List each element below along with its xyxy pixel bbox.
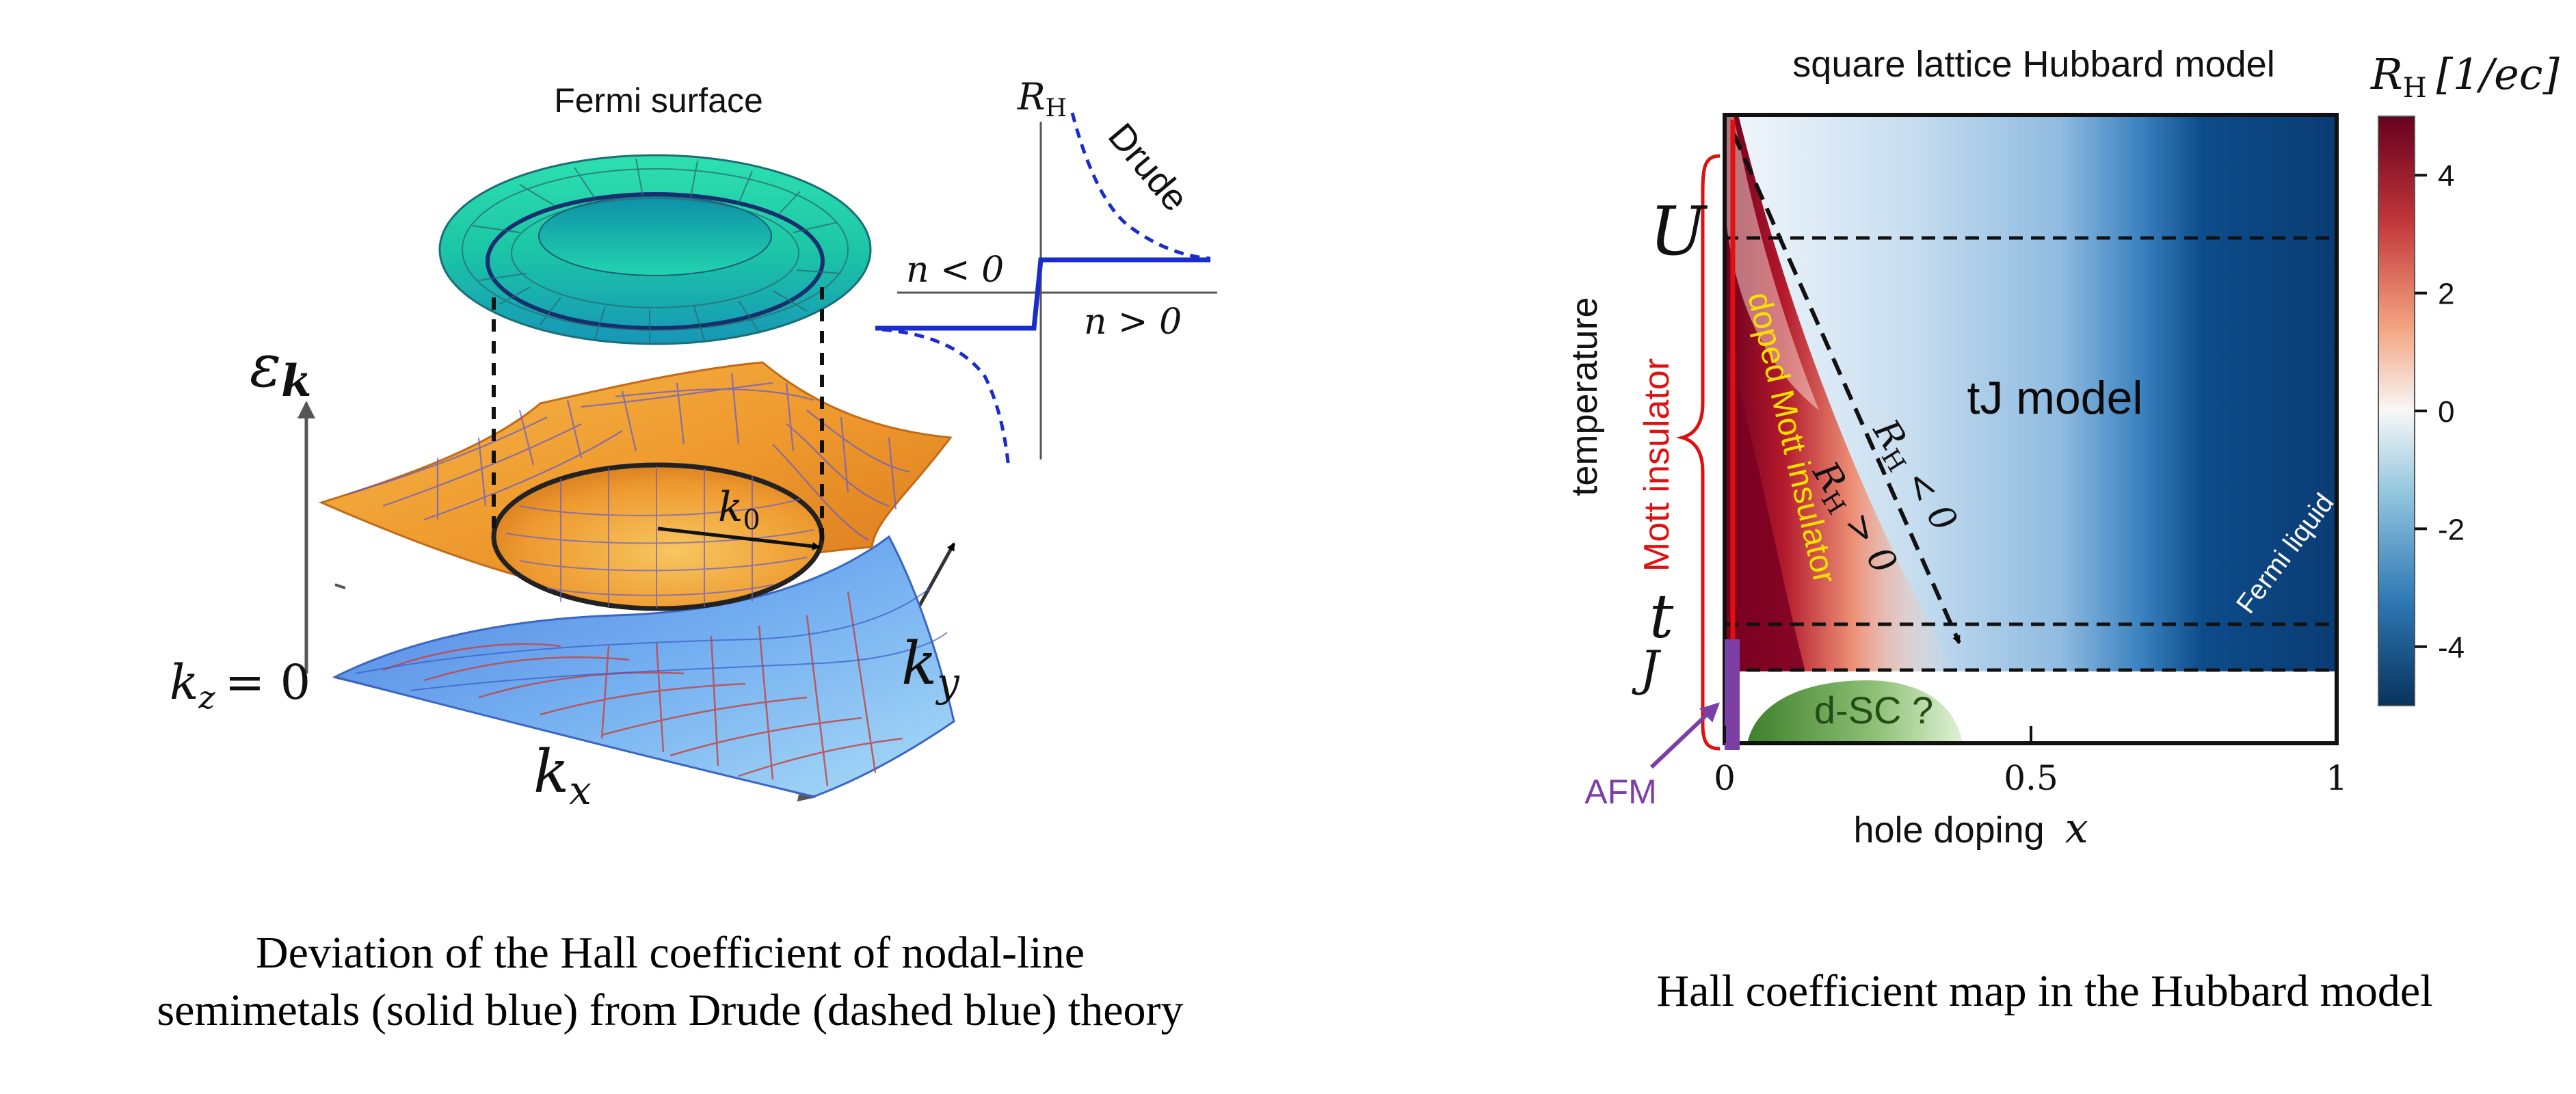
hall-map [1723,113,2339,750]
inset-rh-label: RH [1017,75,1067,122]
dsc-dome [1747,680,1963,743]
mott-insulator-label: Mott insulator [1637,358,1677,572]
xtick-1: 1 [2326,758,2348,798]
inset-drude-label: Drude [1100,116,1197,219]
y-level-J: J [1632,641,1662,697]
rh-inset: RH Drude n < 0 n > 0 [875,75,1217,469]
y-level-t: t [1649,581,1674,652]
nodal-line-curve [875,257,1210,331]
torus-grid [462,158,849,342]
colorbar-tick-label: 0 [2438,395,2454,429]
colorbar-tick-label: 4 [2438,159,2454,193]
kx-label: kx [533,738,592,814]
inset-n-positive: n > 0 [1084,302,1182,343]
k0-arrow [657,526,821,550]
left-caption: Deviation of the Hall coefficient of nod… [21,924,1320,1039]
inset-n-negative: n < 0 [906,250,1004,291]
colorbar-ticks: 4 2 0 -2 -4 [2415,159,2465,665]
energy-axis-label: εk [250,332,312,407]
ky-label: ky [901,630,960,706]
afm-bar [1725,639,1740,750]
colorbar-tick-label: 2 [2438,278,2454,311]
afm-label: AFM [1584,773,1657,811]
y-level-U: U [1649,193,1708,271]
drude-curve-negative [881,328,1011,469]
temperature-label: temperature [1564,297,1605,496]
hubbard-title: square lattice Hubbard model [1792,44,2274,85]
left-caption-line1: Deviation of the Hall coefficient of nod… [255,928,1085,978]
positive-rh-region [1725,115,1956,671]
colorbar: RH[1/ec] 4 2 0 -2 -4 [2370,49,2560,706]
left-caption-line2: semimetals (solid blue) from Drude (dash… [157,985,1184,1035]
afm-arrow [1649,702,1720,769]
lower-band-surface [332,535,955,798]
tj-model-label: tJ model [1967,372,2143,424]
drude-curve-positive [1070,112,1211,261]
lower-band-grid [382,591,903,787]
colorbar-tick-label: -4 [2438,631,2465,665]
mott-brace [1675,154,1721,751]
colorbar-title: RH[1/ec] [2370,49,2560,104]
kz-label: kz= 0 [170,654,310,716]
right-figure: square lattice Hubbard model [1564,44,2560,853]
colorbar-tick-label: -2 [2438,513,2465,546]
left-figure: Fermi surface εk kz= 0 kx ky k0 RH Drude… [170,75,1217,814]
rh-sign-boundary [1731,132,1961,644]
right-caption: Hall coefficient map in the Hubbard mode… [1656,966,2433,1016]
colorbar-gradient [2378,116,2415,706]
fermi-surface-label: Fermi surface [554,81,763,120]
xtick-0-5: 0.5 [2004,758,2058,798]
xtick-0: 0 [1714,758,1736,798]
k0-label: k0 [718,483,760,536]
upper-band-grid [348,372,910,541]
dsc-label: d-SC ? [1814,689,1933,732]
